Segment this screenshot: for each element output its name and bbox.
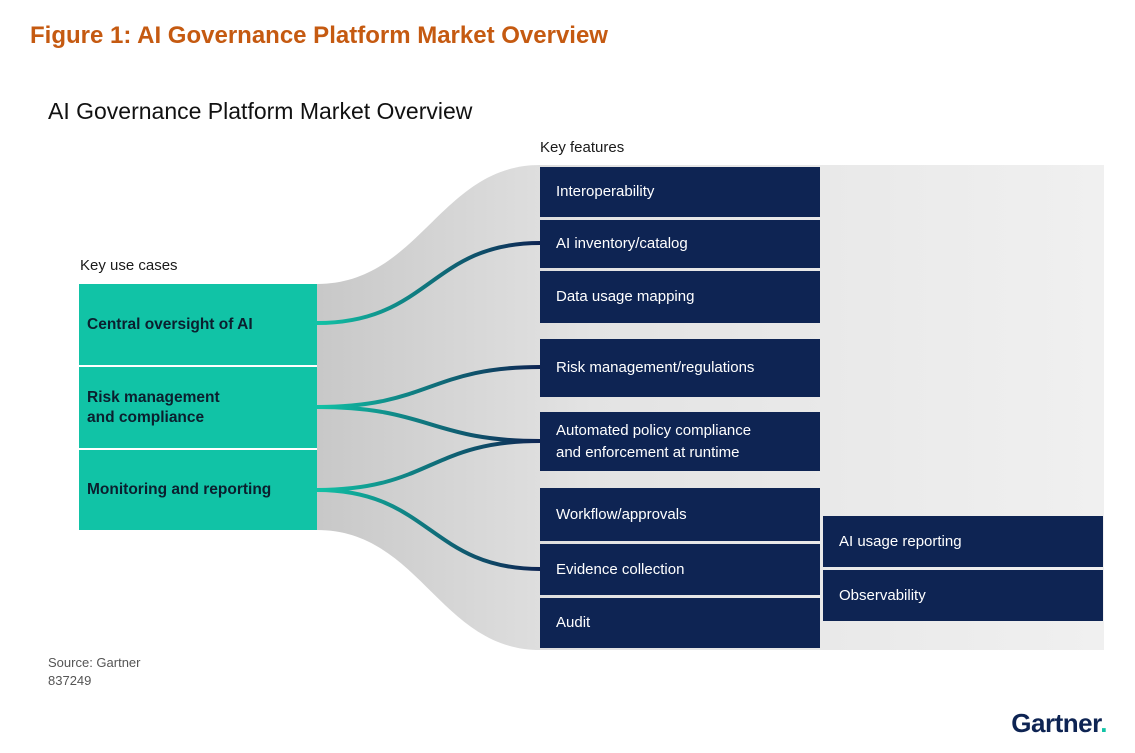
feature-ai-usage-reporting: AI usage reporting [823, 516, 1103, 567]
link-monitoring-evidence [316, 488, 541, 571]
figure-title: Figure 1: AI Governance Platform Market … [30, 22, 608, 49]
feature-label: Workflow/approvals [556, 505, 687, 523]
feature-risk-regulations: Risk management/regulations [540, 339, 820, 397]
link-oversight-inventory [316, 241, 541, 325]
feature-evidence-collection: Evidence collection [540, 544, 820, 595]
source-text: Source: Gartner [48, 655, 141, 670]
source-note: Source: Gartner 837249 [48, 654, 141, 690]
link-risk-regulations [316, 365, 541, 409]
feature-label: Evidence collection [556, 560, 685, 578]
use-case-monitoring: Monitoring and reporting [79, 450, 317, 530]
use-case-label: Risk management and compliance [87, 388, 220, 426]
feature-label: Audit [556, 614, 591, 631]
link-monitoring-policy [316, 439, 541, 492]
feature-label: Observability [839, 586, 926, 604]
feature-label: AI inventory/catalog [556, 235, 688, 252]
gartner-logo: Gartner. [1011, 708, 1107, 738]
figure-id: 837249 [48, 673, 92, 688]
feature-observability: Observability [823, 570, 1103, 621]
use-case-central-oversight: Central oversight of AI [79, 284, 317, 365]
diagram-title: AI Governance Platform Market Overview [48, 98, 473, 124]
feature-data-usage-mapping: Data usage mapping [540, 271, 820, 323]
use-case-label: Central oversight of AI [87, 315, 253, 333]
feature-automated-policy: Automated policy compliance and enforcem… [540, 412, 820, 471]
link-risk-policy [316, 405, 541, 443]
brand-text: Gartner [1011, 708, 1101, 738]
feature-workflow-approvals: Workflow/approvals [540, 488, 820, 541]
feature-label: Automated policy compliance and enforcem… [556, 421, 752, 461]
feature-label: AI usage reporting [839, 532, 962, 550]
feature-label: Data usage mapping [556, 288, 695, 305]
feature-label: Interoperability [556, 183, 655, 200]
feature-audit: Audit [540, 598, 820, 648]
use-case-risk-management: Risk management and compliance [79, 367, 317, 448]
feature-label: Risk management/regulations [556, 359, 755, 376]
feature-ai-inventory: AI inventory/catalog [540, 220, 820, 268]
use-cases-label: Key use cases [80, 257, 178, 274]
features-label: Key features [540, 139, 625, 156]
feature-interoperability: Interoperability [540, 167, 820, 217]
use-case-label: Monitoring and reporting [87, 481, 272, 498]
